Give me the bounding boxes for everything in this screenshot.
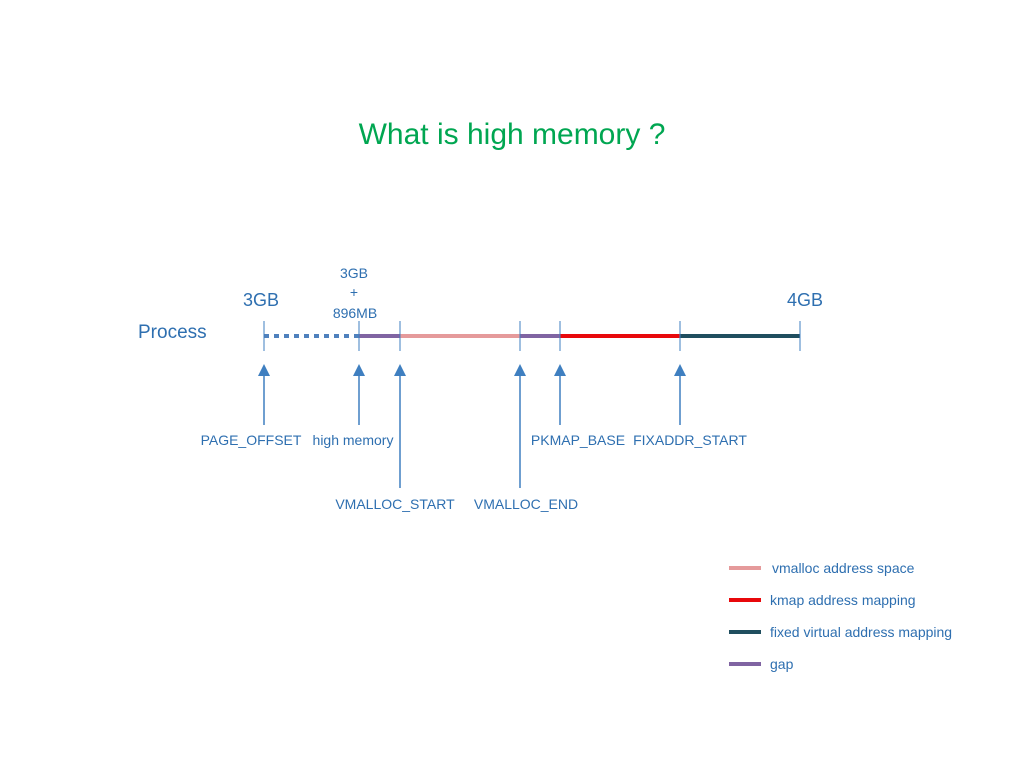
label-3gb: 3GB [243, 290, 279, 310]
page-title: What is high memory ? [358, 118, 666, 151]
marker-arrows [258, 364, 686, 488]
label-3gb-plus-line1: 3GB [340, 265, 368, 281]
label-4gb: 4GB [787, 290, 823, 310]
boundary-ticks [263, 321, 801, 351]
legend-label-gap: gap [770, 656, 794, 672]
marker-pkmap-base: PKMAP_BASE [531, 432, 625, 448]
legend: vmalloc address space kmap address mappi… [729, 560, 952, 672]
marker-vmalloc-start: VMALLOC_START [335, 496, 455, 512]
process-label: Process [138, 322, 207, 343]
marker-fixaddr-start: FIXADDR_START [633, 432, 747, 448]
legend-label-fixmap: fixed virtual address mapping [770, 624, 952, 640]
legend-label-kmap: kmap address mapping [770, 592, 916, 608]
marker-page-offset: PAGE_OFFSET [201, 432, 302, 448]
label-896mb: 896MB [333, 305, 377, 321]
marker-vmalloc-end: VMALLOC_END [474, 496, 578, 512]
legend-label-vmalloc: vmalloc address space [772, 560, 915, 576]
marker-high-memory: high memory [313, 432, 394, 448]
label-3gb-plus-line2: + [350, 284, 358, 300]
